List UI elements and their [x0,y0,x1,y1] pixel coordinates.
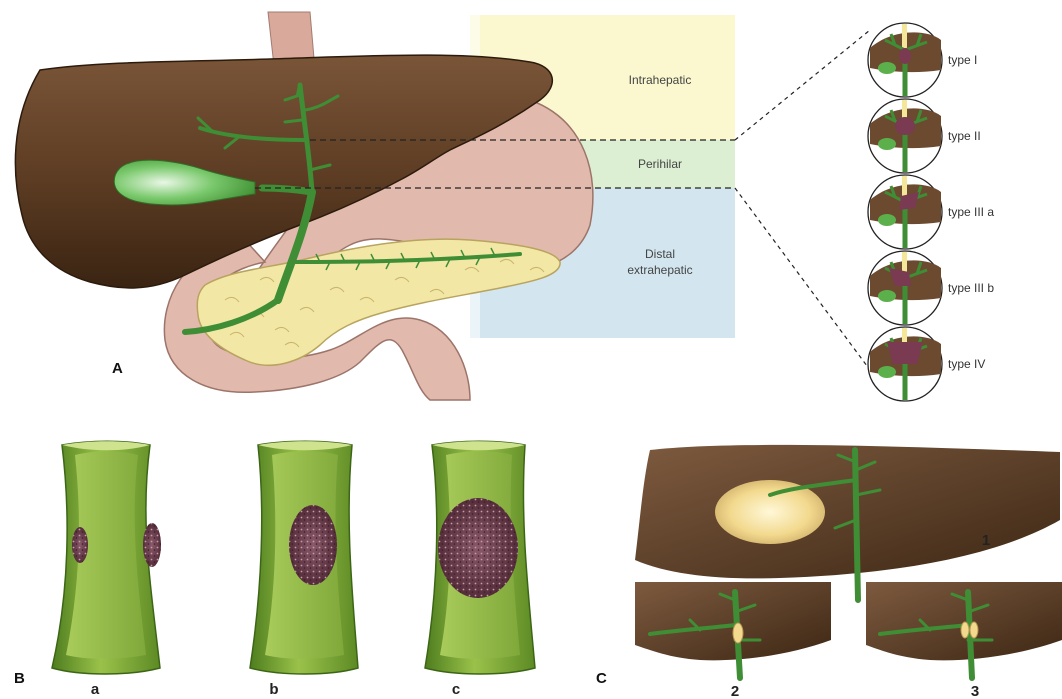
type-label-1: type I [948,53,977,67]
bismuth-type-4 [868,327,942,401]
panel-a: Intrahepatic Perihilar Distal extrahepat… [15,12,870,400]
panel-a-label: A [112,360,123,377]
duct-segment-c [425,441,535,674]
panel-c-sub-3: 3 [971,683,979,699]
duct-segment-b [250,441,358,674]
panel-c: 1 2 3 C [596,445,1062,699]
bismuth-type-2 [868,99,942,173]
panel-c2: 2 [635,582,831,699]
panel-b-sub-a: a [91,681,100,698]
bismuth-type-1 [868,23,942,97]
bismuth-type-3a [868,175,942,249]
perihilar-tumor-c2 [733,623,743,643]
panel-b: B a b c [14,441,535,698]
zone-label-distal: Distal [645,247,675,261]
zone-label-intrahepatic: Intrahepatic [629,73,692,87]
panel-c-label: C [596,670,607,687]
panel-c-sub-1: 1 [982,532,990,549]
bismuth-type-3b [868,251,942,325]
panel-b-label: B [14,670,25,687]
type-label-2: type II [948,129,981,143]
type-label-4: type IV [948,357,985,371]
panel-c1: 1 [635,445,1060,600]
panel-c3: 3 [866,582,1062,699]
panel-c-sub-2: 2 [731,683,739,699]
perihilar-tumor-c3-right [970,622,978,638]
connector-lower [735,188,870,370]
zone-label-perihilar: Perihilar [638,157,682,171]
bismuth-column: type I type II type III a type III b typ… [868,23,994,401]
connector-upper [735,30,870,140]
zone-label-extrahepatic: extrahepatic [627,263,692,277]
duct-segment-a [52,441,161,674]
type-label-3a: type III a [948,205,994,219]
panel-b-sub-c: c [452,681,460,698]
panel-b-sub-b: b [269,681,278,698]
perihilar-tumor-c3-left [961,622,969,638]
intrahepatic-mass [715,480,825,544]
type-label-3b: type III b [948,281,994,295]
